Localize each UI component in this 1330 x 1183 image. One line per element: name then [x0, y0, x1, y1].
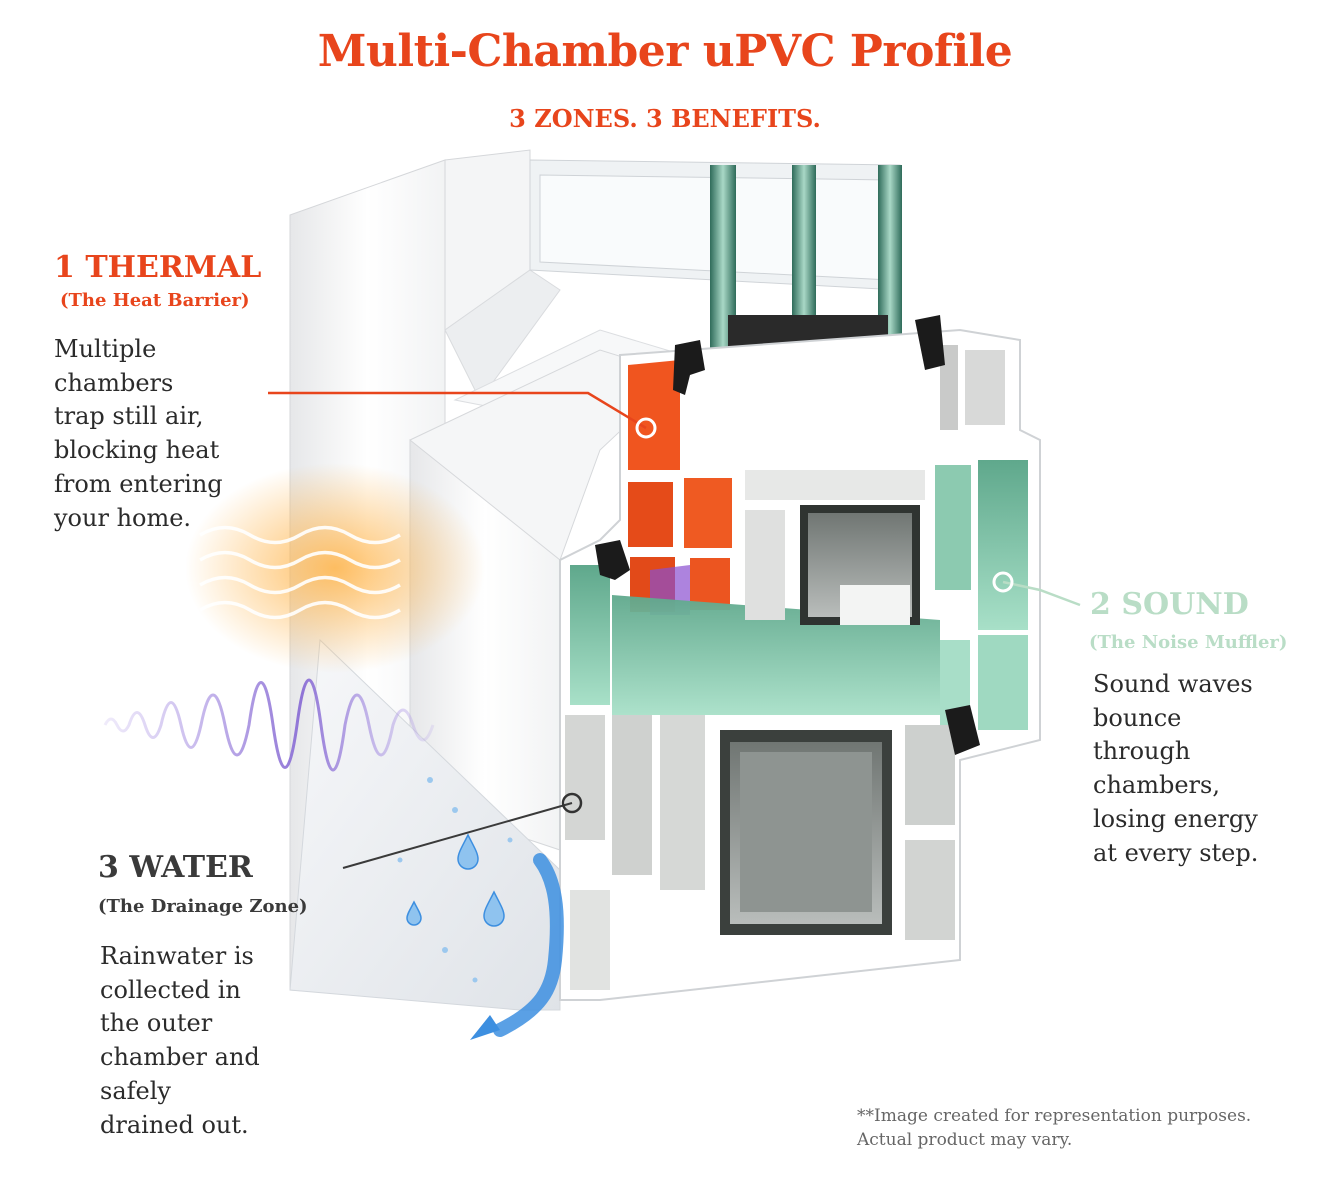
sound-callout-line	[992, 571, 1081, 607]
water-subheading: (The Drainage Zone)	[98, 896, 308, 917]
sound-heading: 2 SOUND	[1090, 587, 1249, 622]
thermal-subheading: (The Heat Barrier)	[60, 290, 250, 311]
sound-description: Sound waves bounce through chambers, los…	[1093, 670, 1259, 867]
heat-waves-icon	[185, 463, 485, 673]
water-description: Rainwater is collected in the outer cham…	[100, 942, 260, 1139]
water-heading: 3 WATER	[98, 850, 253, 885]
disclaimer-note: **Image created for representation purpo…	[857, 1106, 1252, 1150]
water-callout-line	[342, 792, 583, 869]
thermal-description: Multiple chambers trap still air, blocki…	[54, 335, 223, 532]
sound-subheading: (The Noise Muffler)	[1089, 632, 1288, 653]
water-drop-icon	[397, 777, 564, 1040]
page-subtitle: 3 ZONES. 3 BENEFITS.	[509, 104, 821, 133]
profile-cross-section	[559, 315, 1041, 1001]
thermal-callout-line	[268, 391, 657, 439]
page-title: Multi-Chamber uPVC Profile	[317, 26, 1013, 77]
thermal-heading: 1 THERMAL	[54, 250, 262, 285]
sound-wave-icon	[103, 678, 435, 772]
